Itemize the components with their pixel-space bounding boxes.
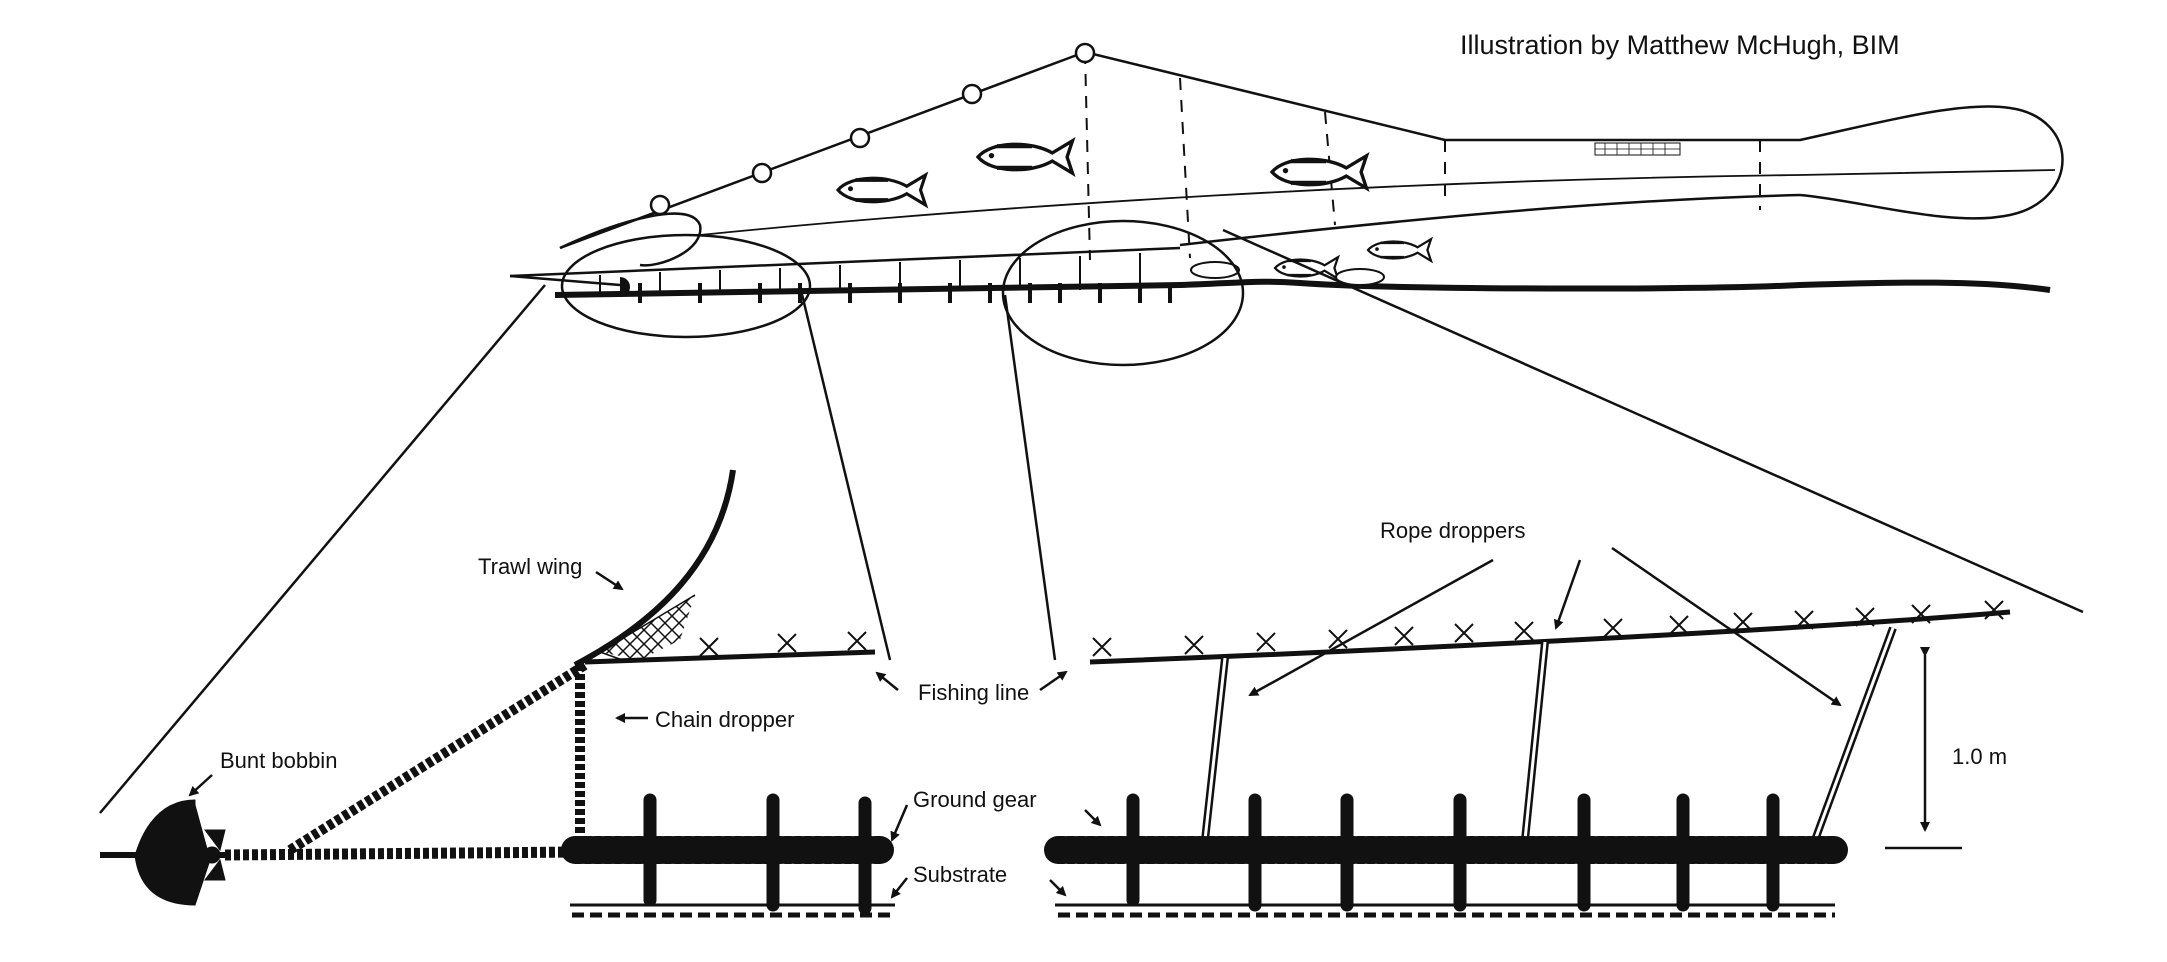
- fish-illustrations: [838, 141, 1431, 285]
- substrate-right-arrow: [1050, 880, 1065, 895]
- trawl-wing-arrow: [596, 572, 622, 589]
- detail-callouts: [100, 221, 2083, 813]
- bunt-bobbin-label: Bunt bobbin: [220, 748, 337, 774]
- fishing-line-arrow-left: [877, 673, 898, 690]
- rope-droppers-label: Rope droppers: [1380, 518, 1526, 544]
- fishing-line-label: Fishing line: [918, 680, 1029, 706]
- bunt-bobbin-arrow: [190, 775, 212, 795]
- chain-dropper-label: Chain dropper: [655, 707, 794, 733]
- height-dimension-label: 1.0 m: [1952, 744, 2007, 770]
- fishing-line-arrow-right: [1040, 672, 1066, 690]
- rope-dropper-arrow-2: [1556, 560, 1580, 628]
- ground-gear-label: Ground gear: [913, 787, 1037, 813]
- substrate-label: Substrate: [913, 862, 1007, 888]
- ground-gear-right-arrow: [1085, 810, 1100, 825]
- ground-gear-arrow: [892, 805, 907, 840]
- substrate-arrow: [892, 878, 907, 897]
- illustration-credit: Illustration by Matthew McHugh, BIM: [1460, 30, 1900, 61]
- bunt-bobbin: [100, 800, 225, 905]
- left-detail: [225, 470, 895, 915]
- rope-dropper-arrow-1: [1250, 560, 1493, 695]
- trawl-wing-label: Trawl wing: [478, 554, 582, 580]
- right-detail: [1055, 601, 2010, 915]
